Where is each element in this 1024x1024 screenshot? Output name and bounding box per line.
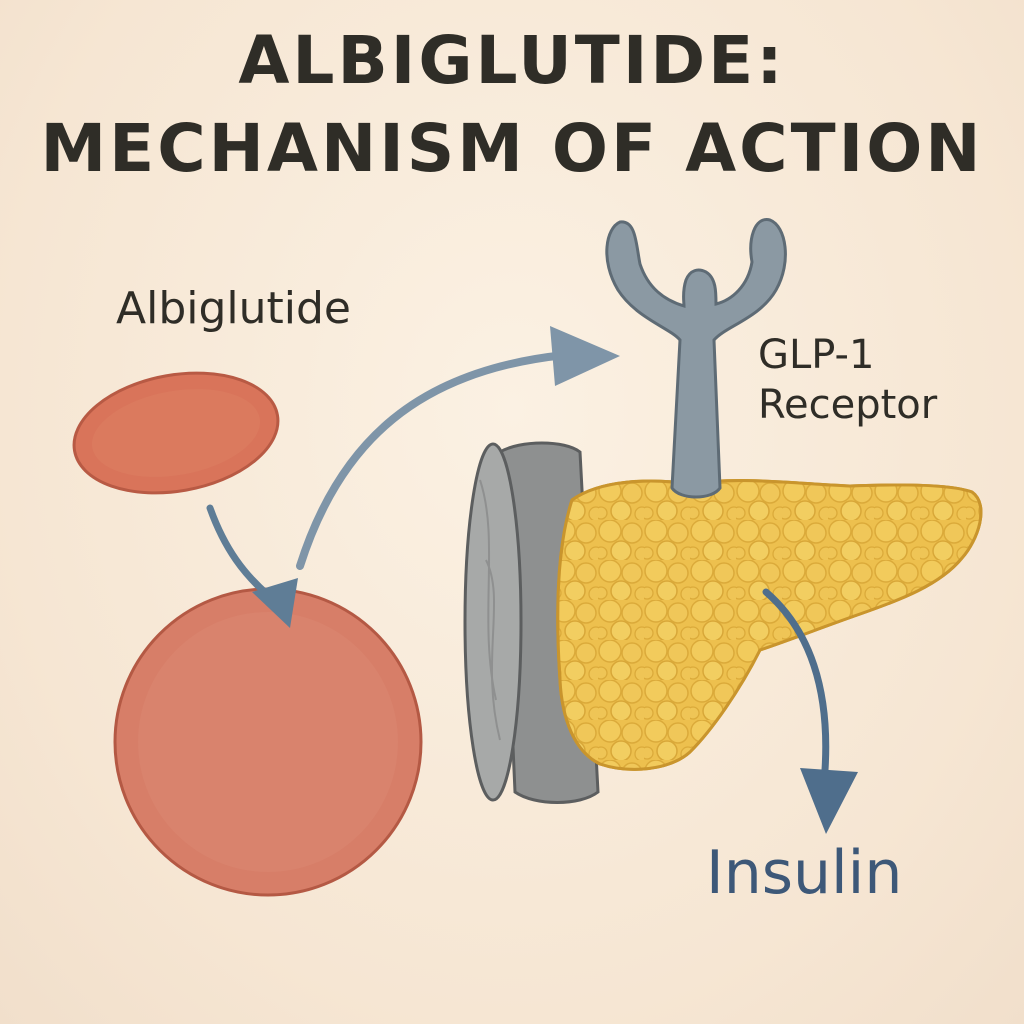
glp1-receptor — [605, 218, 787, 499]
albiglutide-molecule — [72, 371, 280, 495]
receptor-label-line-2: Receptor — [758, 382, 938, 428]
receptor-label-line-1: GLP-1 — [758, 332, 875, 378]
insulin-label: Insulin — [706, 838, 903, 908]
arrow-pancreas-to-insulin — [762, 588, 858, 834]
target-cell — [113, 587, 423, 897]
arrow-drug-to-cell — [206, 504, 298, 628]
albiglutide-label: Albiglutide — [116, 283, 351, 334]
arrow-cell-to-receptor — [296, 326, 620, 570]
glp1-receptor-label: GLP-1 Receptor — [758, 330, 968, 430]
pancreas — [556, 479, 983, 771]
title-line-2: MECHANISM OF ACTION — [40, 110, 984, 187]
title-line-1: ALBIGLUTIDE: — [238, 22, 786, 99]
